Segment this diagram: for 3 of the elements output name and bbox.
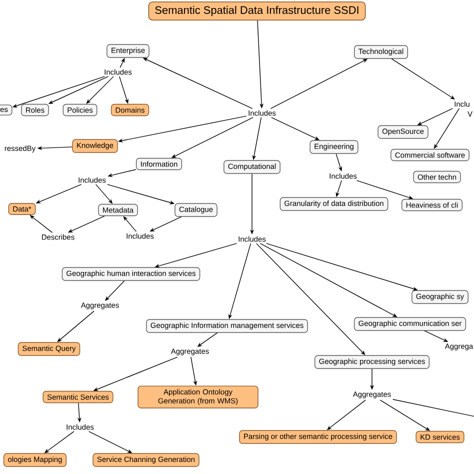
arrow	[123, 216, 137, 232]
title-box: Semantic Spatial Data Infrastructure SSDI	[148, 1, 366, 20]
arrow	[86, 76, 114, 104]
